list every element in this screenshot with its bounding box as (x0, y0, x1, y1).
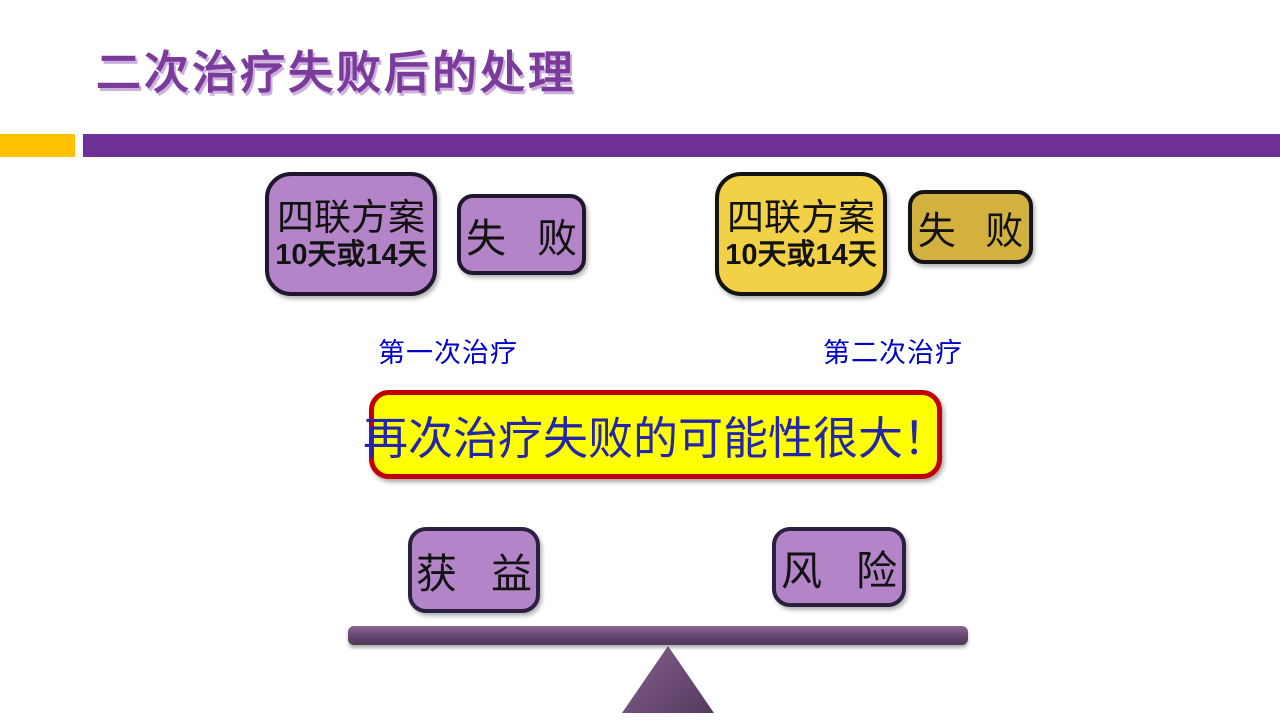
page-title: 二次治疗失败后的处理 (96, 47, 577, 98)
warning-banner: 再次治疗失败的可能性很大！ (363, 390, 948, 479)
first-treatment-caption: 第一次治疗 (378, 338, 518, 368)
second-regimen-name: 四联方案 (727, 196, 875, 238)
first-regimen-name: 四联方案 (277, 196, 425, 238)
first-regimen-duration: 10天或14天 (275, 239, 427, 272)
risk-box: 风 险 (772, 527, 906, 607)
balance-fulcrum-triangle-icon (622, 646, 714, 713)
first-regimen-box: 四联方案 10天或14天 (265, 172, 437, 296)
second-regimen-duration: 10天或14天 (725, 239, 877, 272)
balance-beam (348, 626, 968, 645)
benefit-box: 获 益 (408, 527, 540, 613)
second-regimen-box: 四联方案 10天或14天 (715, 172, 887, 296)
second-treatment-caption: 第二次治疗 (823, 338, 963, 368)
header-divider-bar (83, 134, 1280, 157)
header-accent-block (0, 134, 75, 157)
first-failure-box: 失 败 (457, 194, 586, 275)
second-failure-box: 失 败 (908, 190, 1033, 264)
